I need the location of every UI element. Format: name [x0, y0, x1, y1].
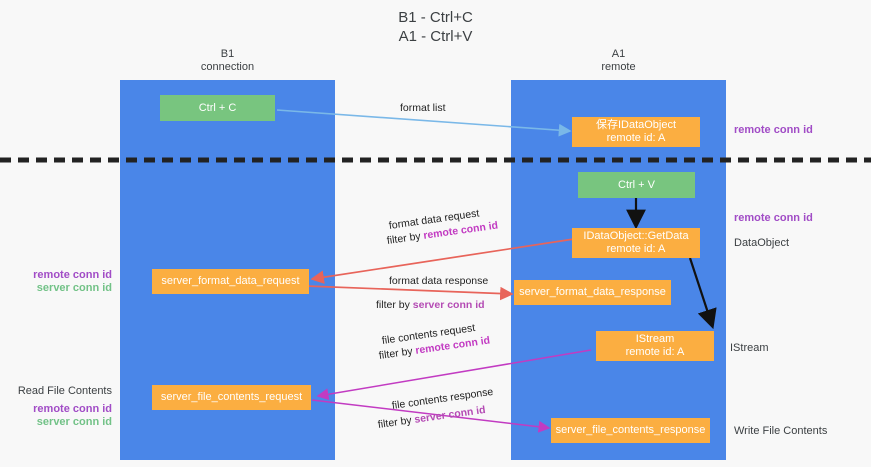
column-header-b1-sub: connection — [200, 61, 255, 73]
column-header-b1-name: B1 — [220, 48, 235, 60]
label-format-list: format list — [400, 102, 446, 114]
column-header-b1: B1 connection — [120, 48, 335, 74]
box-stored-idataobject[interactable]: 保存IDataObject remote id: A — [572, 117, 700, 147]
box-idataobject-getdata-line1: IDataObject::GetData — [583, 230, 689, 242]
box-idataobject-getdata[interactable]: IDataObject::GetData remote id: A — [572, 228, 700, 258]
label-file-contents-response-filter-prefix: filter by — [377, 413, 416, 431]
box-server-format-data-request-label: server_format_data_request — [161, 275, 300, 287]
label-format-data-response-filter-prefix: filter by — [376, 299, 413, 311]
column-header-a1: A1 remote — [511, 48, 726, 74]
box-server-format-data-request[interactable]: server_format_data_request — [152, 269, 309, 294]
label-format-data-request-filter-prefix: filter by — [386, 229, 425, 247]
box-stored-idataobject-line2: remote id: A — [606, 132, 666, 144]
note-left-bottom-remote-conn-id: remote conn id — [33, 403, 112, 415]
box-istream-line1: IStream — [635, 333, 675, 345]
box-server-format-data-response-label: server_format_data_response — [519, 286, 666, 298]
label-format-data-response: format data response — [389, 275, 489, 287]
box-ctrl-v-label: Ctrl + V — [618, 178, 655, 191]
note-left-remote-conn-id: remote conn id — [33, 269, 112, 281]
note-left-bottom-server-conn-id: server conn id — [36, 416, 112, 428]
box-ctrl-c[interactable]: Ctrl + C — [160, 95, 275, 121]
box-server-format-data-response[interactable]: server_format_data_response — [514, 280, 671, 305]
box-idataobject-getdata-line2: remote id: A — [606, 243, 666, 255]
column-header-a1-sub: remote — [601, 61, 636, 73]
box-istream-line2: remote id: A — [625, 346, 685, 358]
label-format-data-response-filter-value: server conn id — [412, 299, 485, 311]
box-stored-idataobject-line1: 保存IDataObject — [595, 119, 677, 131]
page-title-line2: A1 - Ctrl+V — [398, 28, 473, 45]
box-ctrl-c-label: Ctrl + C — [198, 101, 237, 114]
box-server-file-contents-request[interactable]: server_file_contents_request — [152, 385, 311, 410]
box-ctrl-v[interactable]: Ctrl + V — [578, 172, 695, 198]
note-left-read-file-contents: Read File Contents — [17, 385, 112, 397]
label-file-contents-request-filter-prefix: filter by — [378, 344, 417, 362]
box-server-file-contents-request-label: server_file_contents_request — [160, 391, 303, 403]
column-header-a1-name: A1 — [611, 48, 626, 60]
note-right-istream: IStream — [730, 342, 769, 354]
note-left-server-conn-id: server conn id — [36, 282, 112, 294]
box-istream[interactable]: IStream remote id: A — [596, 331, 714, 361]
box-server-file-contents-response-label: server_file_contents_response — [555, 424, 706, 436]
page-title-line1: B1 - Ctrl+C — [398, 9, 473, 26]
box-server-file-contents-response[interactable]: server_file_contents_response — [551, 418, 710, 443]
page-title: B1 - Ctrl+C A1 - Ctrl+V — [0, 8, 871, 46]
note-right-dataobject: DataObject — [734, 237, 790, 249]
label-format-data-response-filter: filter by server conn id — [376, 298, 485, 312]
note-right-mid-remote-conn-id: remote conn id — [734, 212, 813, 224]
note-right-top-remote-conn-id: remote conn id — [734, 124, 813, 136]
note-right-write-file-contents: Write File Contents — [734, 425, 828, 437]
